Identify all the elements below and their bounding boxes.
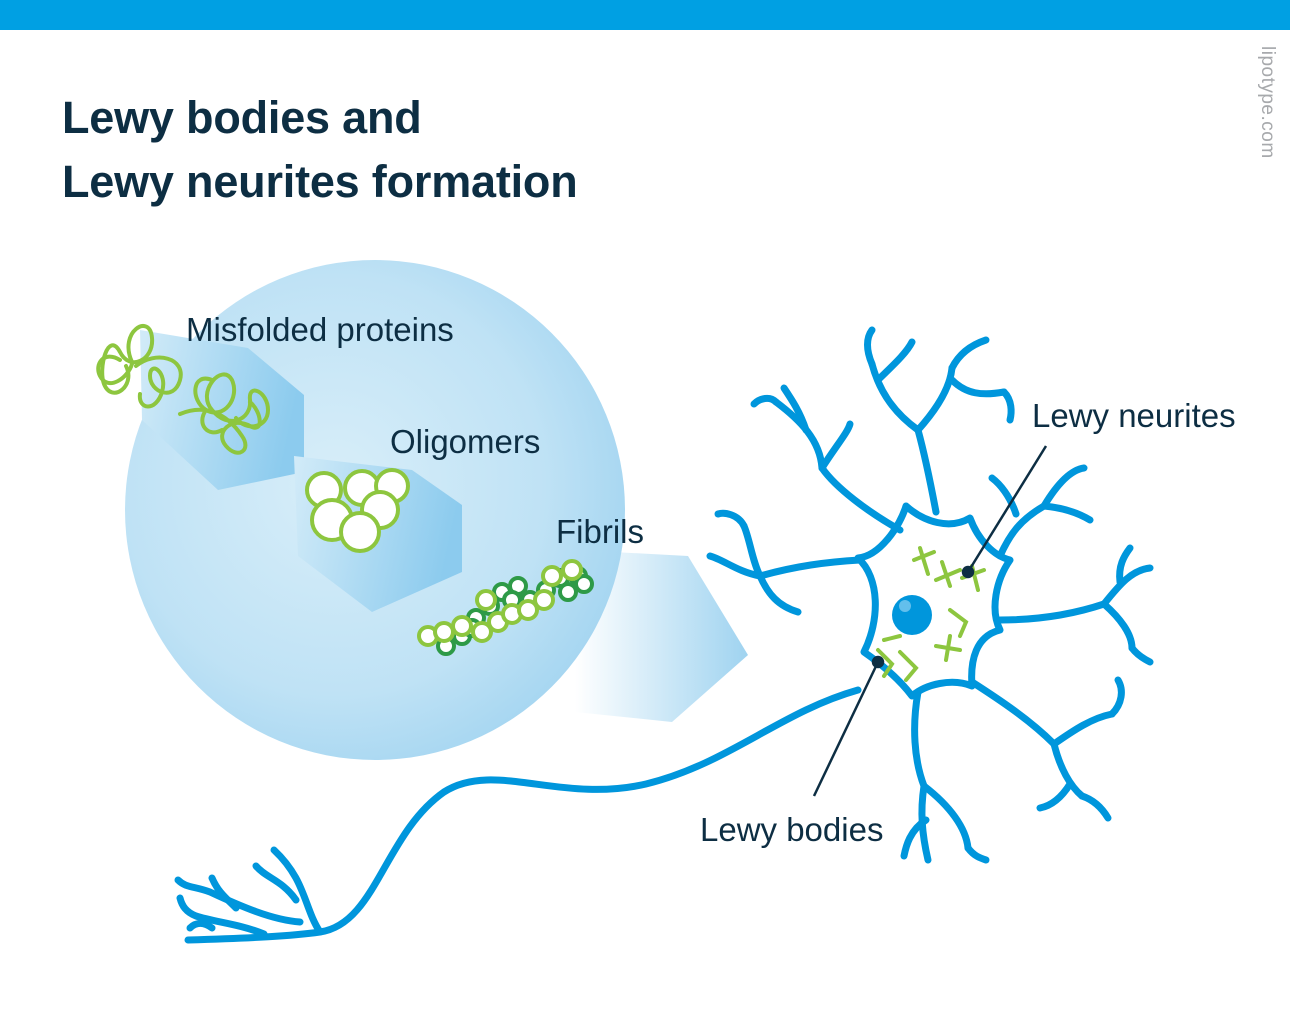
watermark: lipotype.com bbox=[1257, 46, 1278, 159]
oligomer-cluster bbox=[305, 468, 410, 553]
neuron-soma bbox=[854, 502, 1014, 700]
top-bar bbox=[0, 0, 1290, 30]
label-lewy-bodies: Lewy bodies bbox=[700, 811, 884, 848]
title-line-1: Lewy bodies and bbox=[62, 92, 422, 143]
axon bbox=[174, 686, 862, 944]
neuron bbox=[706, 326, 1154, 864]
page-title: Lewy bodies and Lewy neurites formation bbox=[62, 86, 578, 214]
misfolded-protein-1 bbox=[96, 324, 183, 409]
fibril-chain bbox=[417, 559, 594, 656]
nucleus-highlight bbox=[899, 600, 911, 612]
title-line-2: Lewy neurites formation bbox=[62, 156, 578, 207]
label-fibrils: Fibrils bbox=[556, 513, 644, 550]
neuron-nucleus bbox=[892, 595, 932, 635]
soma-aggregates bbox=[876, 546, 986, 682]
label-oligomers: Oligomers bbox=[390, 423, 541, 460]
label-lewy-neurites: Lewy neurites bbox=[1032, 397, 1236, 434]
misfolded-protein-2 bbox=[178, 372, 271, 455]
leader-lines bbox=[812, 445, 1048, 797]
zoom-beam bbox=[575, 550, 748, 722]
label-misfolded-proteins: Misfolded proteins bbox=[186, 311, 454, 348]
